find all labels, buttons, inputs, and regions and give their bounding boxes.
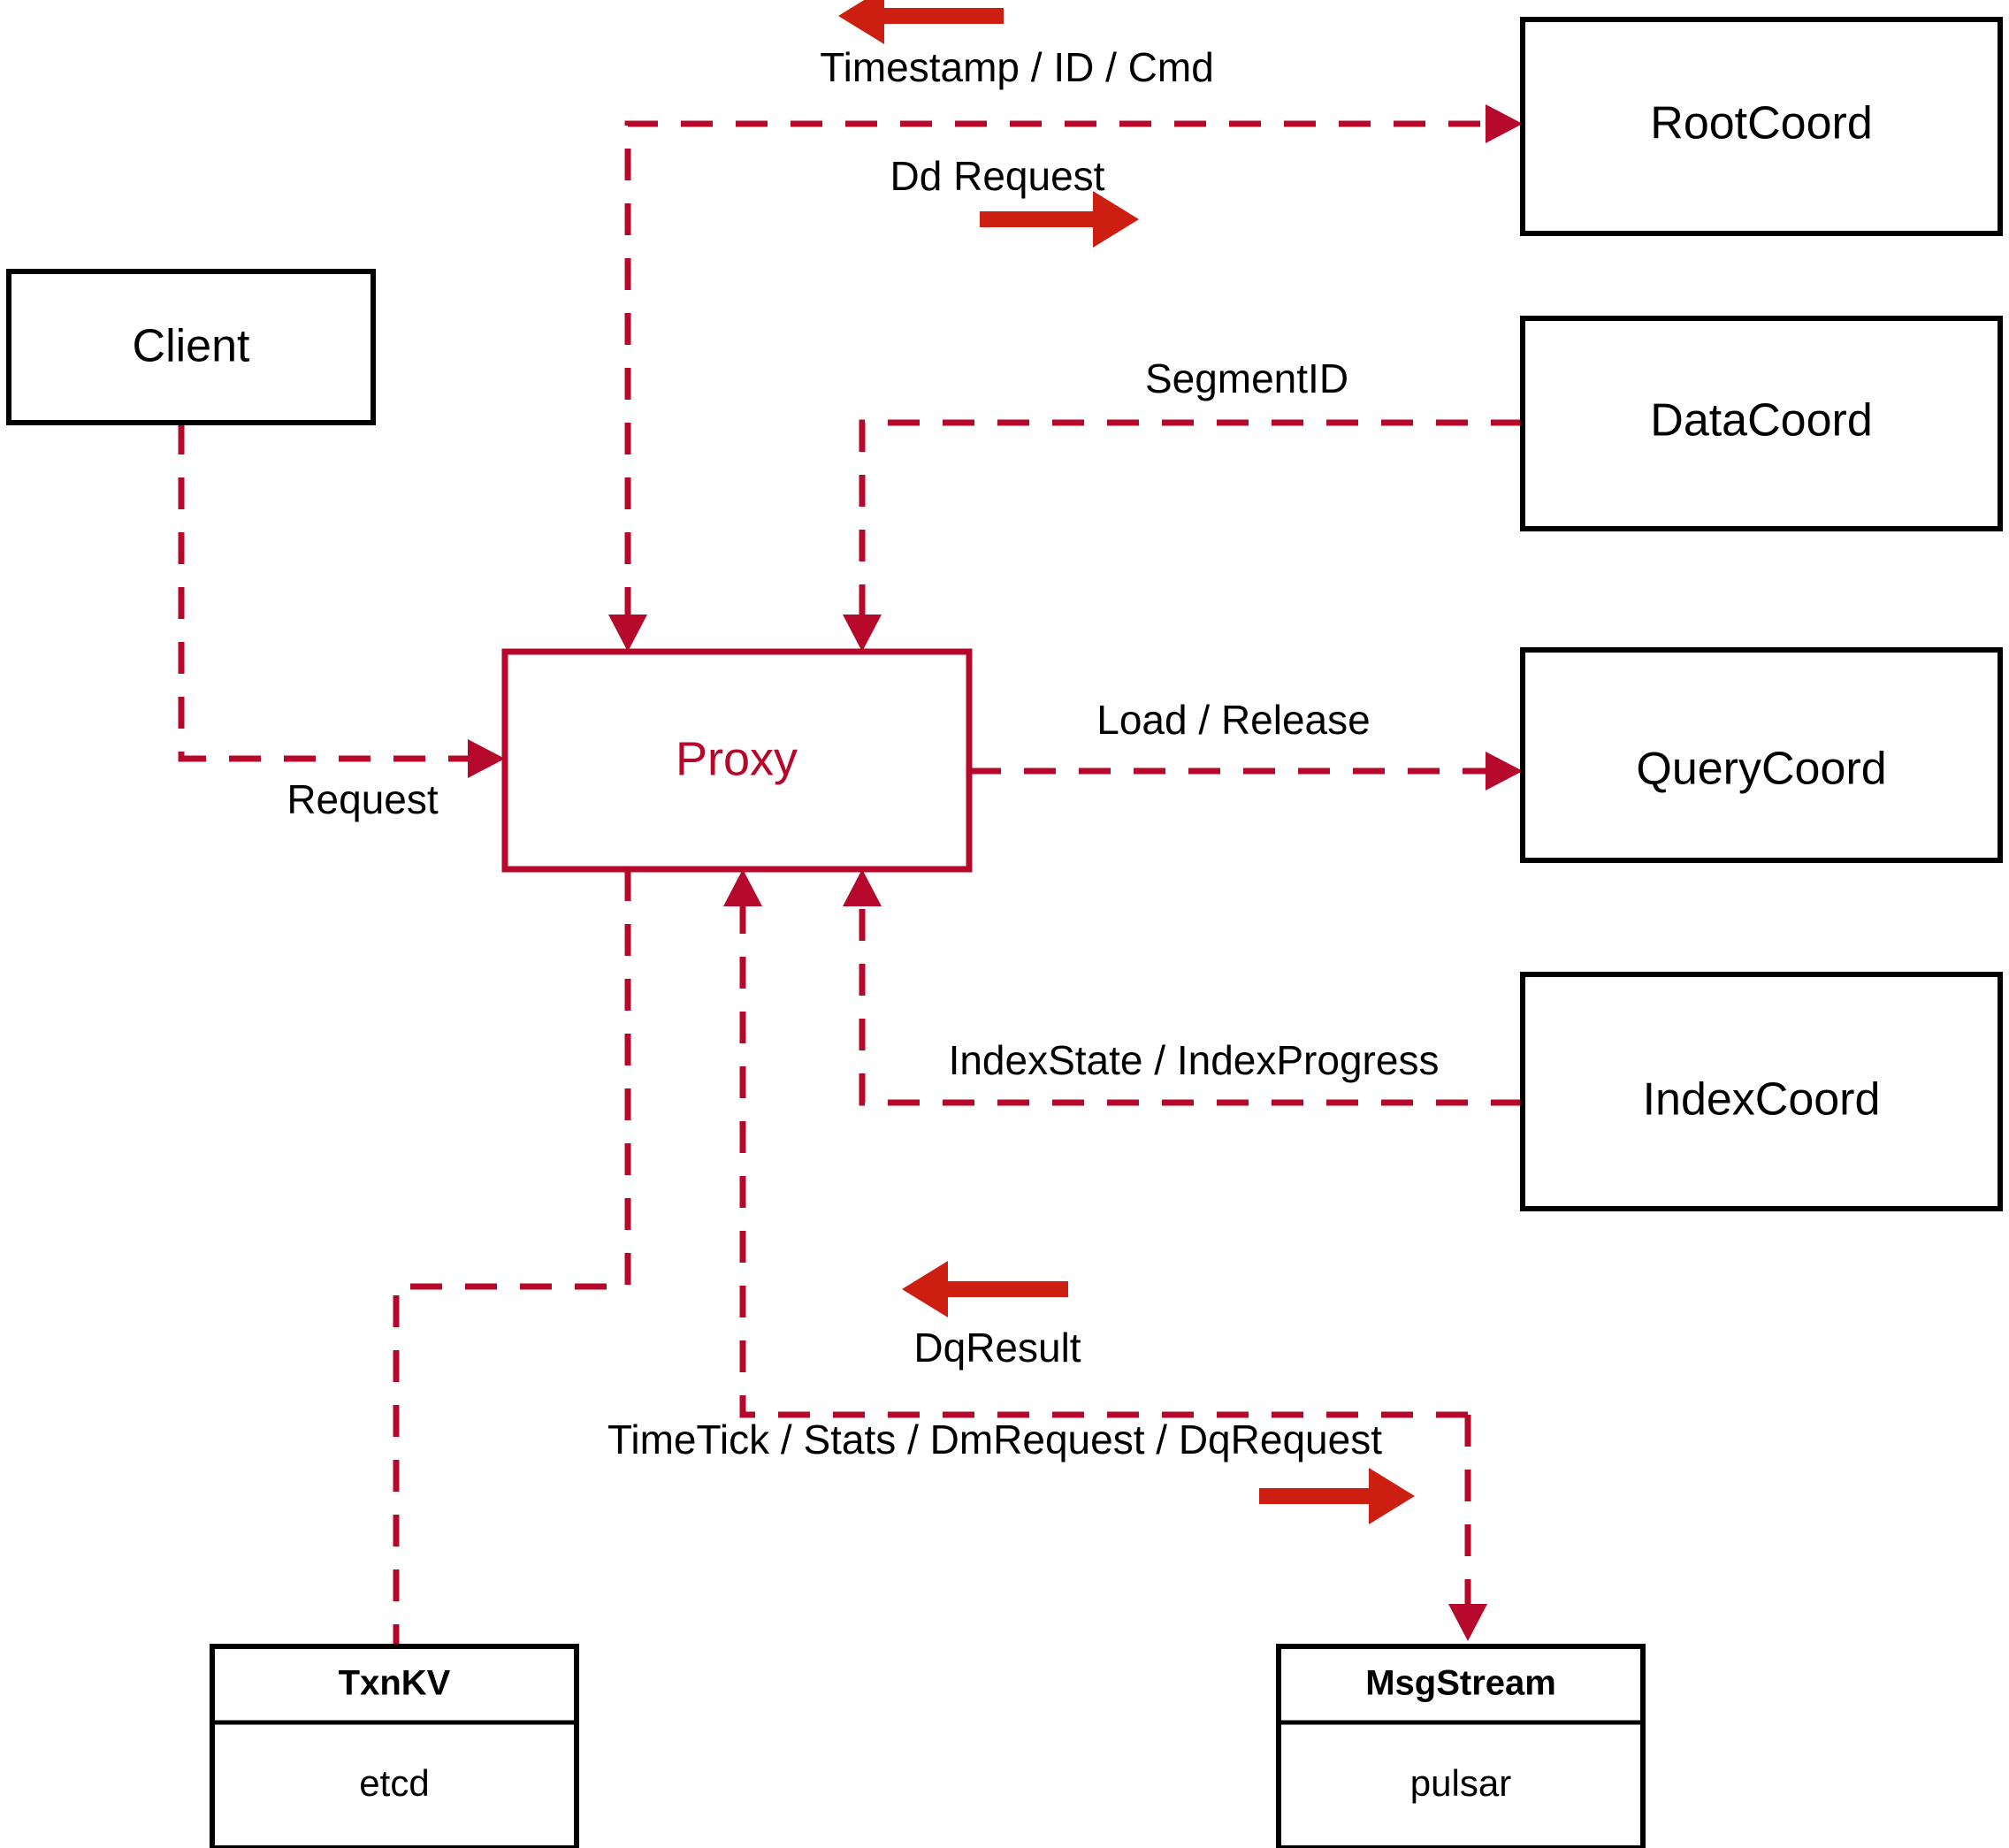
edge-proxy-txnkv-path [393,869,631,1646]
edge-msgstream-proxy-arrowhead [723,869,762,906]
solid-arrow-dd-request-head [1093,191,1139,248]
node-txnkv[interactable]: TxnKV etcd [210,1644,579,1848]
edge-proxy-rootcoord-arrowhead [1486,104,1523,143]
edge-indexcoord-proxy [843,869,1523,1106]
node-txnkv-label: TxnKV [339,1664,451,1703]
edge-client-proxy-path [178,423,482,762]
edge-proxy-msgstream-arrowhead [1448,1604,1487,1641]
node-txnkv-box[interactable] [210,1644,579,1848]
solid-arrow-timetick-head [1369,1468,1415,1524]
node-querycoord-label: QueryCoord [1636,744,1886,795]
edge-proxy-msgstream [1448,1415,1487,1641]
edge-label-segmentid: SegmentID [1145,355,1348,401]
edge-label-timetick: TimeTick / Stats / DmRequest / DqRequest [607,1417,1382,1462]
solid-arrow-dd-request-right [980,191,1139,248]
node-proxy[interactable]: Proxy [501,648,973,873]
edge-label-request: Request [286,776,439,822]
edge-indexcoord-proxy-arrowhead [843,869,882,906]
node-datacoord-label: DataCoord [1650,395,1872,447]
node-indexcoord[interactable]: IndexCoord [1520,972,2003,1211]
edge-proxy-rootcoord [608,104,1523,652]
node-indexcoord-label: IndexCoord [1643,1074,1881,1126]
edge-datacoord-proxy-arrowhead [843,615,882,652]
node-txnkv-sublabel: etcd [359,1762,429,1804]
edge-msgstream-proxy [723,869,1468,1418]
node-datacoord[interactable]: DataCoord [1520,316,2003,531]
node-querycoord[interactable]: QueryCoord [1520,647,2003,863]
node-querycoord-box[interactable] [1520,647,2003,863]
edge-indexcoord-proxy-path [859,902,1523,1106]
solid-arrow-timestamp-left [838,0,1004,44]
solid-arrow-timetick-right [1259,1468,1415,1524]
solid-arrow-dqresult-left [902,1261,1068,1317]
edge-label-timestamp: Timestamp / ID / Cmd [820,44,1214,90]
node-client[interactable]: Client [6,269,376,425]
edge-rootcoord-proxy-arrowhead [608,615,647,652]
node-msgstream-sublabel: pulsar [1410,1762,1511,1804]
node-msgstream-box[interactable] [1276,1644,1646,1848]
node-msgstream-label: MsgStream [1365,1664,1556,1703]
node-rootcoord-label: RootCoord [1650,98,1872,149]
node-client-label: Client [133,321,250,372]
edge-proxy-querycoord-arrowhead [1486,752,1523,790]
edge-datacoord-proxy-path [859,419,1523,619]
node-datacoord-box[interactable] [1520,316,2003,531]
node-rootcoord[interactable]: RootCoord [1520,17,2003,236]
solid-arrow-timestamp-head [838,0,884,44]
edge-client-proxy [178,423,505,778]
edge-msgstream-proxy-path [739,902,1468,1418]
edge-datacoord-proxy [843,419,1523,652]
edge-label-dqresult: DqResult [913,1325,1081,1371]
node-indexcoord-box[interactable] [1520,972,2003,1211]
node-proxy-box[interactable] [501,648,973,873]
edge-proxy-txnkv [393,869,631,1646]
solid-arrow-dqresult-head [902,1261,948,1317]
node-rootcoord-box[interactable] [1520,17,2003,236]
node-msgstream[interactable]: MsgStream pulsar [1276,1644,1646,1848]
node-client-box[interactable] [6,269,376,425]
edge-label-dd-request: Dd Request [890,153,1105,199]
edge-proxy-querycoord [969,752,1523,790]
node-proxy-label: Proxy [676,732,798,785]
edge-proxy-rootcoord-path [624,120,1498,619]
edge-client-proxy-arrowhead [468,739,505,778]
edge-label-indexstate: IndexState / IndexProgress [949,1037,1440,1083]
edge-label-load-release: Load / Release [1096,697,1370,743]
